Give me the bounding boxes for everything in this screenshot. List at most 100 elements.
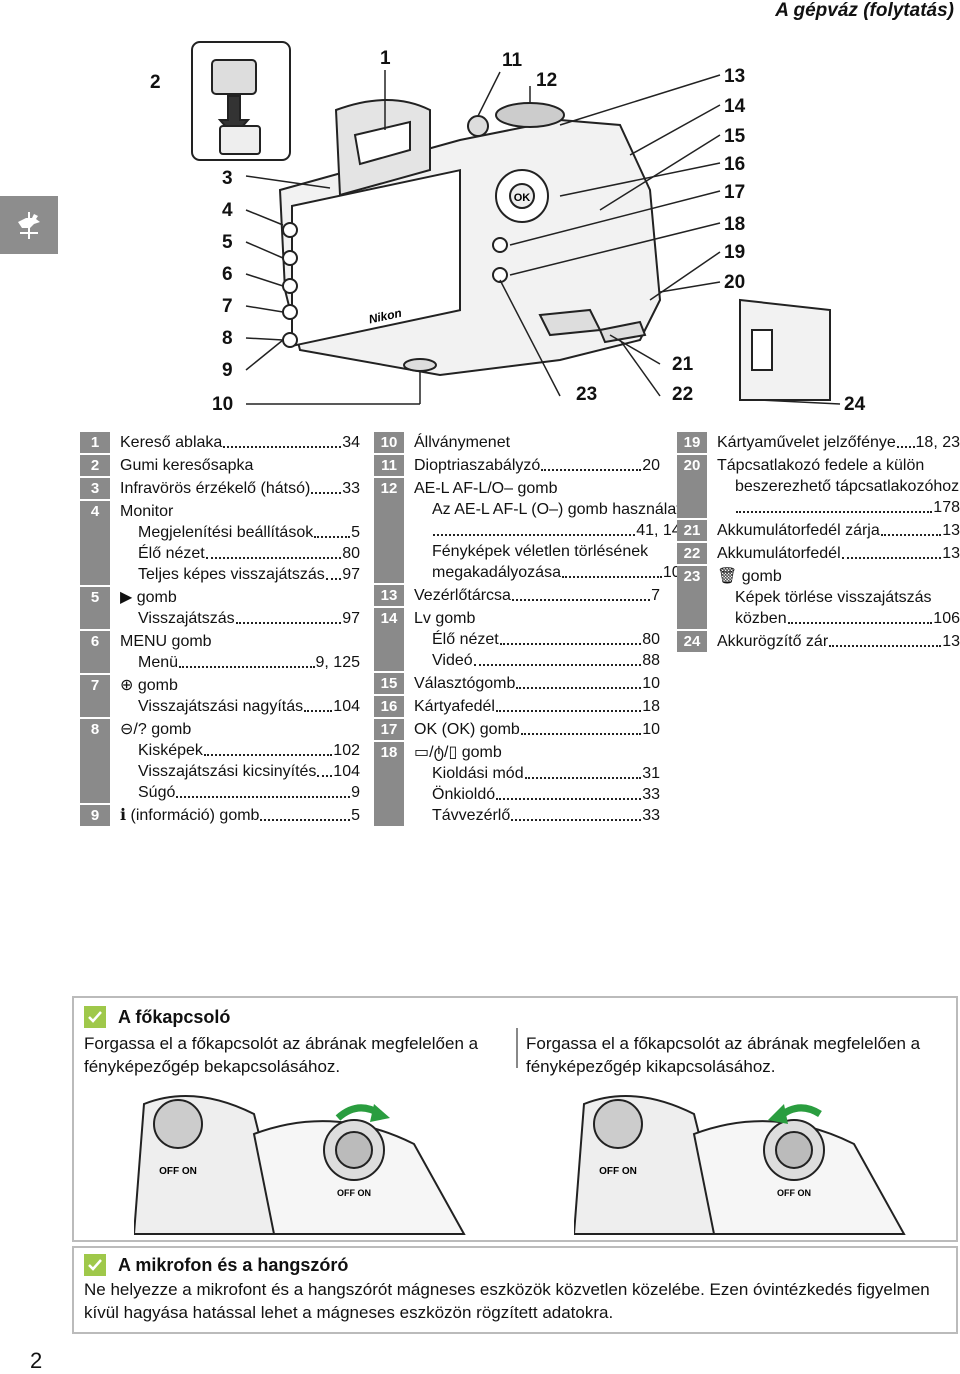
legend-page-ref[interactable]: 97 [342,610,360,627]
legend-text: Dioptriaszabályzó [414,457,541,474]
camera-illustration: OK Nikon [191,41,841,405]
legend-number: 23 [677,566,707,629]
legend-page-ref[interactable]: 18, 23 [915,434,960,451]
legend-text: Monitor [120,503,174,520]
note-mic-speaker: A mikrofon és a hangszóró Ne helyezze a … [72,1246,958,1334]
legend-page-ref[interactable]: 178 [933,499,960,516]
legend-page-ref[interactable]: 9 [351,784,360,801]
legend-page-ref[interactable]: 33 [642,786,660,803]
note-title: A mikrofon és a hangszóró [118,1254,349,1275]
legend-page-ref[interactable]: 31 [642,765,660,782]
section-header-title: A gépváz (folytatás) [775,0,954,21]
legend-text: Kártyaművelet jelzőfénye [717,434,896,451]
legend-page-ref[interactable]: 13 [942,545,960,562]
legend-page-ref[interactable]: 104 [333,698,360,715]
callout-18: 18 [724,214,746,235]
legend-text: ⊖/? gomb [120,721,192,738]
legend-text: ℹ (információ) gomb [120,807,260,824]
legend-page-ref[interactable]: 5 [351,524,360,541]
legend-number: 7 [80,675,110,717]
legend-text: Akkurögzítő zár [717,633,829,650]
legend-text: Távvezérlő [432,807,511,824]
callout-15: 15 [724,126,746,147]
callout-17: 17 [724,182,746,203]
legend-text: Élő nézet [138,545,205,562]
callout-2: 2 [150,72,161,93]
legend-page-ref[interactable]: 10 [642,721,660,738]
legend-text: Megjelenítési beállítások [138,524,314,541]
legend-page-ref[interactable]: 80 [642,631,660,648]
callout-5: 5 [222,232,233,253]
legend-number: 18 [374,742,404,826]
legend-page-ref[interactable]: 7 [651,587,660,604]
switch-on-illustration: OFF ON OFF ON [134,1095,466,1235]
legend-text: megakadályozása [432,564,561,581]
switch-label-right-a: OFF ON [599,1166,637,1177]
ok-label: OK [514,192,531,204]
legend-text: Kioldási mód [432,765,524,782]
legend-page-ref[interactable]: 34 [342,434,360,451]
chapter-tab [0,196,58,254]
legend-page-ref[interactable]: 13 [942,522,960,539]
legend-page-ref[interactable]: 97 [342,566,360,583]
legend-page-ref[interactable]: 20 [642,457,660,474]
legend-text: Önkioldó [432,786,496,803]
legend-page-ref[interactable]: 33 [642,807,660,824]
legend-page-ref[interactable]: 80 [342,545,360,562]
legend-page-ref[interactable]: 41, 143 [636,522,690,539]
callout-3: 3 [222,168,233,189]
legend-page-ref[interactable]: 33 [342,480,360,497]
legend-page-ref[interactable]: 10 [642,675,660,692]
note-title: A főkapcsoló [118,1006,231,1027]
legend-number: 1 [80,432,110,453]
legend-page-ref[interactable]: 88 [642,652,660,669]
legend-text: ▭/ტ/▯ gomb [414,744,502,761]
callout-1: 1 [380,48,391,69]
legend-text: Választógomb [414,675,516,692]
legend-number: 14 [374,608,404,671]
legend-text: MENU gomb [120,633,212,650]
legend-page-ref[interactable]: 104 [333,763,360,780]
legend-page-ref[interactable]: 102 [333,742,360,759]
legend-text: beszerezhető tápcsatlakozóhoz [735,478,960,495]
callout-9: 9 [222,360,233,381]
legend-number: 13 [374,585,404,606]
legend-text: Akkumulátorfedél zárja [717,522,880,539]
callout-16: 16 [724,154,746,175]
legend-page-ref[interactable]: 18 [642,698,660,715]
page-number: 2 [30,1348,43,1373]
note-main-switch: A főkapcsoló Forgassa el a főkapcsolót a… [72,996,958,1242]
switch-off-illustration: OFF ON OFF ON [574,1095,906,1235]
legend-text: Képek törlése visszajátszás [735,589,932,606]
callout-20: 20 [724,272,746,293]
legend-number: 17 [374,719,404,740]
legend-page-ref[interactable]: 13 [942,633,960,650]
legend-page-ref[interactable]: 9, 125 [315,654,360,671]
legend-number: 5 [80,587,110,629]
switch-label-right-b: OFF ON [777,1188,811,1198]
note-left-text: Forgassa el a főkapcsolót az ábrának meg… [84,1034,479,1076]
checkmark-icon [84,1006,106,1028]
legend-page-ref[interactable]: 106 [933,610,960,627]
legend-number: 16 [374,696,404,717]
legend-number: 10 [374,432,404,453]
legend-page-ref[interactable]: 5 [351,807,360,824]
legend-text: Akkumulátorfedél [717,545,841,562]
legend-text: Súgó [138,784,176,801]
